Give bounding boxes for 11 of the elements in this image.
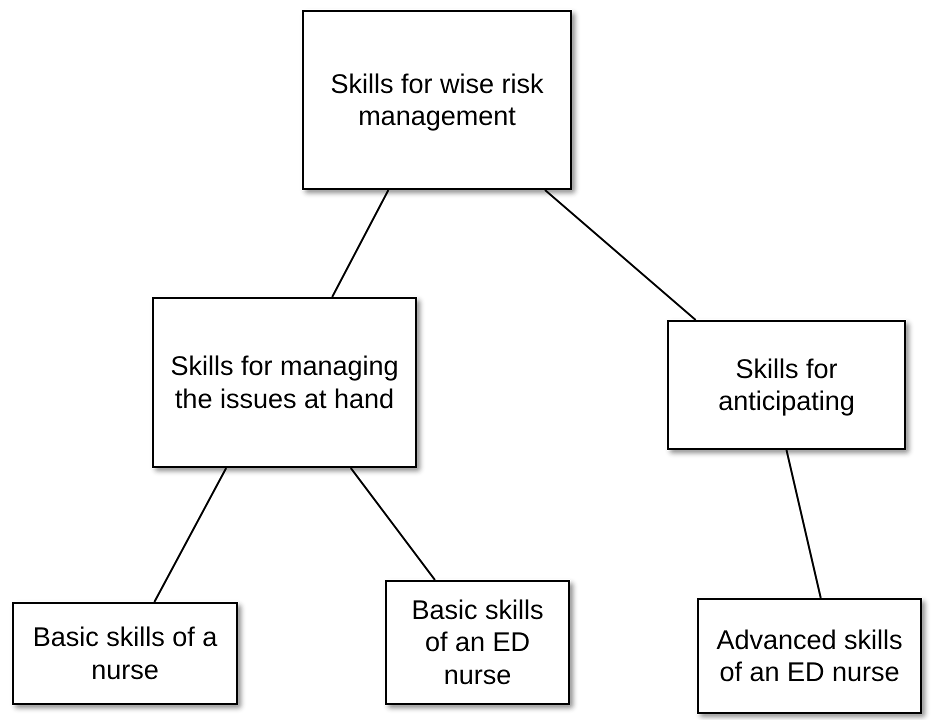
skill-box: Basic skills of an ED nurse	[385, 580, 570, 705]
connector-line	[350, 467, 436, 581]
connector-line	[331, 190, 390, 298]
connector-line	[154, 468, 228, 602]
skill-box: Advanced skills of an ED nurse	[697, 598, 922, 714]
skill-box: Skills for managing the issues at hand	[152, 297, 417, 468]
connector-line	[544, 189, 696, 321]
skill-box: Skills for anticipating	[667, 320, 906, 450]
skill-box: Basic skills of a nurse	[12, 602, 238, 705]
skill-box: Skills for wise risk management	[302, 10, 572, 190]
connector-line	[786, 450, 822, 598]
